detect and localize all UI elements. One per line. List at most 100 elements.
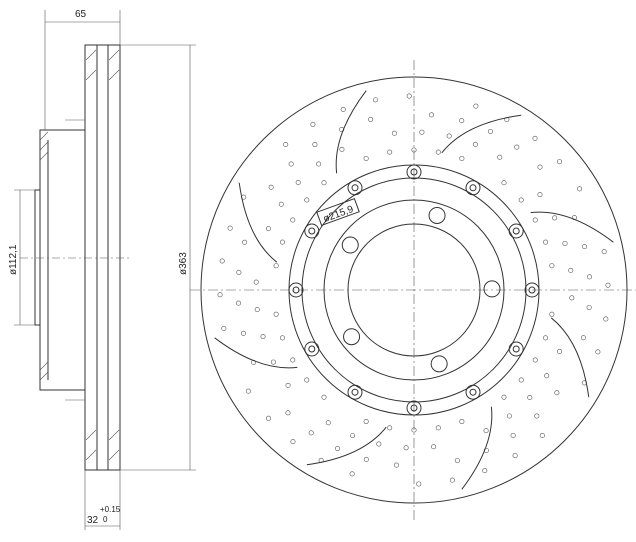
- drilled-hole: [435, 149, 441, 155]
- drilled-hole: [236, 269, 242, 275]
- svg-text:+0.15: +0.15: [100, 505, 121, 514]
- dimension-disc-diameter: ø363: [120, 44, 196, 471]
- drilled-hole: [532, 217, 538, 223]
- drilled-hole: [308, 430, 314, 436]
- drilled-hole: [391, 130, 397, 136]
- drilled-hole: [312, 142, 318, 148]
- drilled-hole: [363, 155, 369, 161]
- drilled-hole: [497, 154, 503, 160]
- bobbin-center: [410, 168, 418, 176]
- drilled-hole: [557, 348, 563, 354]
- drilled-hole: [605, 282, 611, 288]
- drilled-hole: [310, 121, 316, 127]
- drilled-hole: [340, 106, 346, 112]
- bobbin: [406, 400, 422, 416]
- bobbin-center: [528, 286, 536, 294]
- drilled-hole: [482, 468, 488, 474]
- bobbin: [406, 164, 422, 180]
- drilled-hole: [459, 419, 465, 425]
- slot: [306, 426, 387, 466]
- drilled-hole: [219, 258, 225, 264]
- drilled-hole: [235, 300, 241, 306]
- bobbin: [508, 223, 524, 239]
- bobbin: [304, 223, 320, 239]
- drilled-hole: [601, 249, 607, 255]
- bobbin: [465, 180, 481, 196]
- drilled-hole: [335, 446, 341, 452]
- drilled-hole: [321, 394, 327, 400]
- svg-text:0: 0: [103, 515, 108, 524]
- drilled-hole: [387, 149, 393, 155]
- dimension-inner-diameter: ø215,9: [316, 197, 360, 227]
- bobbin-center: [308, 345, 316, 353]
- drilled-hole: [285, 382, 291, 388]
- drilled-hole: [544, 373, 550, 379]
- drilled-hole: [510, 432, 516, 438]
- dimension-width: 65: [44, 9, 121, 130]
- drilled-hole: [227, 225, 233, 231]
- bobbin-center: [410, 404, 418, 412]
- drilled-hole: [283, 141, 289, 147]
- slot: [335, 90, 367, 174]
- bobbin-center: [512, 345, 520, 353]
- drilled-hole: [512, 453, 518, 459]
- drilled-hole: [290, 357, 296, 363]
- slot: [550, 317, 590, 398]
- drilled-hole: [285, 410, 291, 416]
- drilled-hole: [483, 428, 489, 434]
- drilled-hole: [416, 481, 422, 487]
- drilled-hole: [429, 112, 435, 118]
- drilled-hole: [273, 311, 279, 317]
- drilled-hole: [325, 420, 331, 426]
- drilled-hole: [254, 307, 260, 313]
- drilled-hole: [411, 147, 417, 153]
- bobbin-center: [308, 227, 316, 235]
- drilled-hole: [518, 377, 524, 383]
- drilled-hole: [518, 197, 524, 203]
- bobbin: [288, 282, 304, 298]
- drilled-hole: [449, 477, 455, 483]
- drilled-hole: [473, 103, 479, 109]
- drilled-hole: [411, 427, 417, 433]
- drilled-hole: [532, 357, 538, 363]
- drilled-hole: [537, 164, 543, 170]
- drilled-hole: [514, 144, 520, 150]
- drilled-hole: [270, 359, 276, 365]
- bolt-hole: [428, 206, 446, 224]
- dim-hub: ø112,1: [8, 244, 19, 275]
- drilled-hole: [501, 394, 507, 400]
- bobbin: [304, 341, 320, 357]
- drilled-hole: [586, 305, 592, 311]
- front-view: [190, 60, 636, 520]
- drilled-hole: [403, 445, 409, 451]
- drilled-hole: [290, 217, 296, 223]
- drilled-hole: [435, 425, 441, 431]
- drilled-hole: [376, 441, 382, 447]
- drilled-hole: [419, 129, 425, 135]
- drilled-hole: [321, 180, 327, 186]
- dimension-thickness: 32 +0.15 0: [84, 470, 121, 530]
- drilled-hole: [339, 146, 345, 152]
- bobbin: [347, 384, 363, 400]
- bolt-hole: [430, 355, 448, 373]
- bobbin-center: [351, 184, 359, 192]
- drilled-hole: [532, 135, 538, 141]
- drilled-hole: [393, 462, 399, 468]
- bobbin-center: [351, 388, 359, 396]
- drilled-hole: [454, 458, 460, 464]
- drilled-hole: [221, 325, 227, 331]
- bolt-hole: [341, 236, 359, 254]
- drilled-hole: [537, 192, 543, 198]
- dim-disc: ø363: [178, 252, 189, 275]
- drilled-hole: [431, 444, 437, 450]
- drilled-hole: [543, 239, 549, 245]
- drilled-hole: [552, 215, 558, 221]
- drilled-hole: [587, 274, 593, 280]
- bobbin: [508, 341, 524, 357]
- drilled-hole: [568, 267, 574, 273]
- drilled-hole: [288, 161, 294, 167]
- dimension-hub-diameter: ø112,1: [8, 189, 35, 326]
- slot: [530, 211, 614, 243]
- bobbin-center: [292, 286, 300, 294]
- drilled-hole: [368, 116, 374, 122]
